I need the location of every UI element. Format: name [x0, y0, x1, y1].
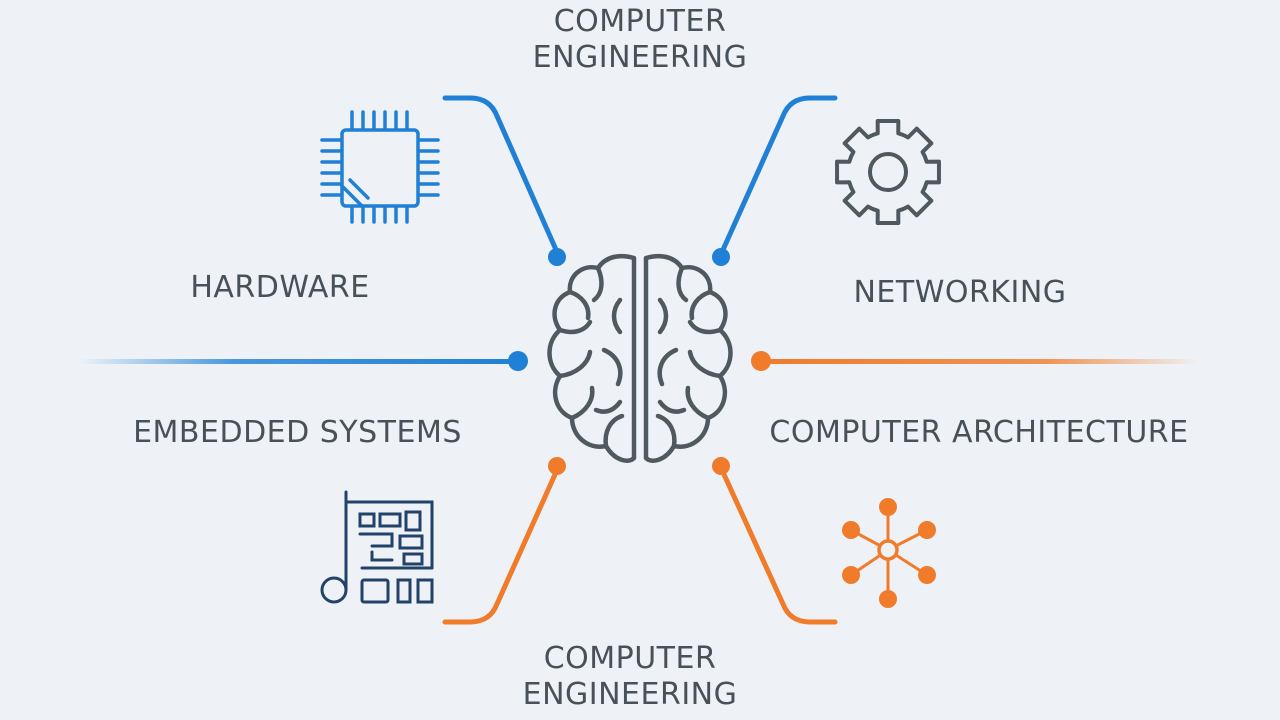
brain-icon: [547, 253, 733, 463]
label-line: ENGINEERING: [532, 40, 748, 75]
microchip-icon: [320, 110, 440, 224]
label-top-computer-engineering: COMPUTER ENGINEERING: [480, 4, 800, 76]
connector-left: [80, 351, 528, 371]
connector-bottom-right: [712, 457, 838, 625]
label-line: COMPUTER: [553, 4, 727, 39]
label-networking: NETWORKING: [853, 275, 1067, 310]
label-line: ENGINEERING: [522, 677, 738, 712]
label-bottom-computer-engineering: COMPUTER ENGINEERING: [470, 641, 790, 713]
connector-top-left: [442, 95, 566, 266]
circuit-board-icon: [320, 490, 434, 604]
label-hardware: HARDWARE: [190, 270, 370, 305]
connector-bottom-left: [442, 457, 566, 625]
connector-right: [751, 351, 1200, 371]
network-node-icon: [842, 498, 936, 608]
label-computer-architecture: COMPUTER ARCHITECTURE: [769, 415, 1189, 450]
label-line: COMPUTER: [543, 641, 717, 676]
label-embedded-systems: EMBEDDED SYSTEMS: [133, 415, 462, 450]
connector-top-right: [712, 95, 838, 266]
gear-icon: [835, 119, 941, 225]
